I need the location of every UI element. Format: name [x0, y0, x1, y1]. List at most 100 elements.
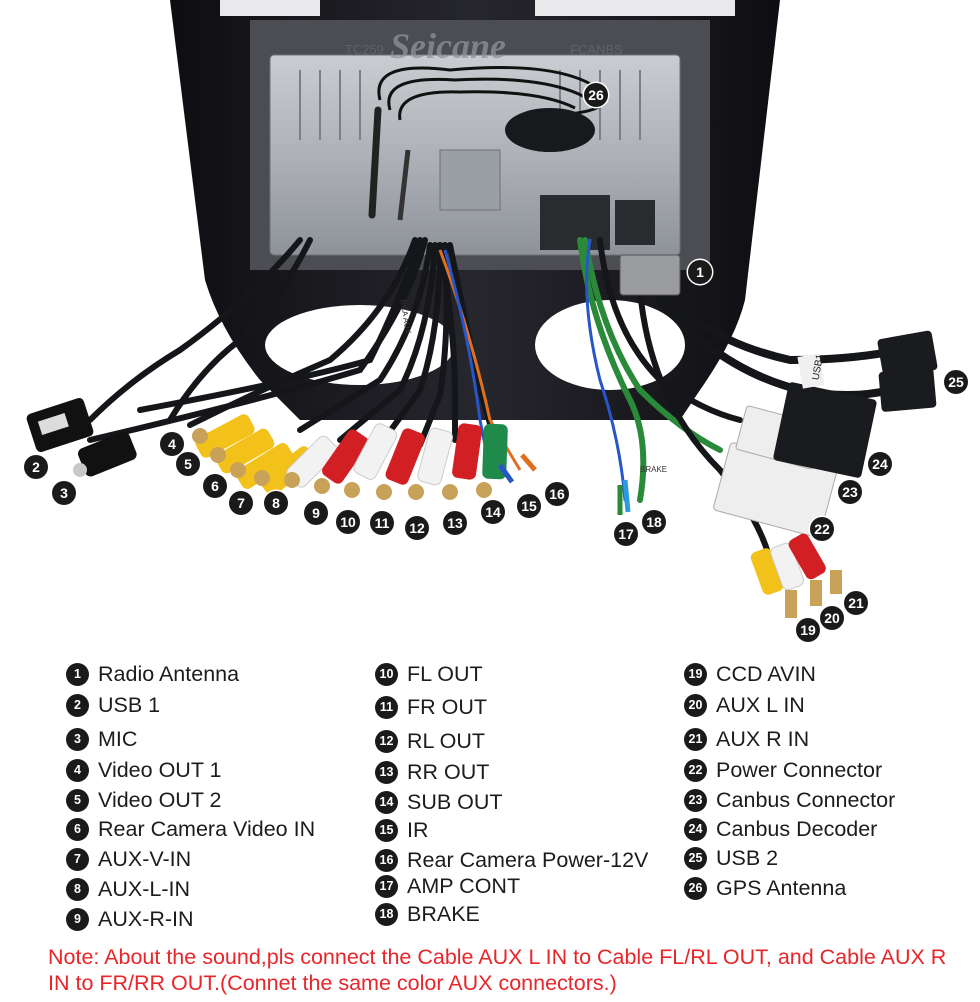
legend-label: RL OUT: [407, 728, 486, 753]
marker-21: 21: [844, 591, 868, 615]
legend-number: 11: [375, 695, 398, 719]
legend-label: Rear Camera Video IN: [98, 816, 316, 841]
rca-plugs-right: [750, 533, 842, 618]
legend-item: 15 IR: [375, 816, 429, 844]
legend-item: 14 SUB OUT: [375, 788, 503, 816]
marker-22: 22: [810, 517, 834, 541]
legend-item: 9 AUX-R-IN: [66, 905, 194, 933]
right-harness: [577, 237, 904, 563]
legend-label: Rear Camera Power-12V: [407, 847, 649, 872]
marker-9: 9: [304, 501, 328, 525]
legend-item: 6 Rear Camera Video IN: [66, 815, 315, 843]
marker-4: 4: [160, 432, 184, 456]
usb2-connector: [877, 330, 938, 379]
watermark-right-tag: FCANBS: [570, 42, 623, 57]
legend-item: 13 RR OUT: [375, 758, 489, 786]
wiring-photo: TC259 Seicane FCANBS: [26, 0, 938, 618]
marker-19: 19: [796, 618, 820, 642]
radio-antenna-rod: [368, 106, 382, 219]
legend-number: 3: [66, 727, 89, 751]
brake-cable-tag: BRAKE: [640, 465, 667, 474]
watermark-left-tag: TC259: [345, 42, 384, 57]
mic-connector: [78, 431, 137, 477]
legend-number: 12: [375, 729, 398, 753]
legend-number: 21: [684, 727, 707, 751]
legend-label: Video OUT 1: [98, 757, 222, 782]
radio-antenna-connector: [619, 254, 681, 296]
legend-number: 7: [66, 847, 89, 871]
usb1-cable-tag: USB1: [811, 353, 826, 381]
legend-label: BRAKE: [407, 901, 480, 926]
legend-label: GPS Antenna: [716, 875, 847, 900]
marker-5: 5: [176, 452, 200, 476]
legend-label: FR OUT: [407, 694, 488, 719]
legend-label: MIC: [98, 726, 138, 751]
legend-item: 26 GPS Antenna: [684, 874, 846, 902]
legend-number: 4: [66, 758, 89, 782]
legend-item: 11 FR OUT: [375, 693, 487, 721]
legend-number: 26: [684, 876, 707, 900]
legend-label: Power Connector: [716, 757, 883, 782]
sound-note: Note: About the sound,pls connect the Ca…: [48, 945, 947, 995]
legend-item: 21 AUX R IN: [684, 725, 809, 753]
marker-26: 26: [584, 83, 608, 107]
legend-label: Radio Antenna: [98, 661, 240, 686]
legend-label: Canbus Connector: [716, 787, 896, 812]
gps-antenna: [377, 66, 607, 152]
legend-label: AUX R IN: [716, 726, 810, 751]
marker-16: 16: [545, 482, 569, 506]
legend-item: 4 Video OUT 1: [66, 756, 222, 784]
legend-item: 20 AUX L IN: [684, 691, 805, 719]
marker-12: 12: [405, 516, 429, 540]
legend-label: Video OUT 2: [98, 787, 222, 812]
legend-number: 6: [66, 817, 89, 841]
legend-item: 12 RL OUT: [375, 727, 485, 755]
marker-6: 6: [203, 474, 227, 498]
legend-label: RR OUT: [407, 759, 490, 784]
legend-label: IR: [407, 817, 429, 842]
legend-label: AUX-L-IN: [98, 876, 190, 901]
legend-label: AUX L IN: [716, 692, 805, 717]
marker-11: 11: [370, 511, 394, 535]
legend-label: Canbus Decoder: [716, 816, 878, 841]
marker-24: 24: [868, 452, 892, 476]
legend-item: 17 AMP CONT: [375, 872, 520, 900]
watermark-brand: Seicane: [390, 26, 506, 66]
marker-3: 3: [52, 481, 76, 505]
canbus-decoder: [773, 382, 877, 478]
legend-item: 24 Canbus Decoder: [684, 815, 877, 843]
legend-label: AMP CONT: [407, 873, 521, 898]
legend-number: 20: [684, 693, 707, 717]
marker-23: 23: [838, 480, 862, 504]
marker-14: 14: [481, 500, 505, 524]
marker-10: 10: [336, 510, 360, 534]
legend-number: 14: [375, 790, 398, 814]
legend-number: 17: [375, 874, 398, 898]
marker-1: 1: [688, 260, 712, 284]
legend-item: 19 CCD AVIN: [684, 660, 816, 688]
legend-number: 19: [684, 662, 707, 686]
legend-number: 13: [375, 760, 398, 784]
legend-item: 5 Video OUT 2: [66, 786, 222, 814]
legend-label: CCD AVIN: [716, 661, 816, 686]
legend-item: 18 BRAKE: [375, 900, 480, 928]
marker-20: 20: [820, 606, 844, 630]
legend-label: SUB OUT: [407, 789, 503, 814]
legend-number: 25: [684, 846, 707, 870]
legend-number: 5: [66, 788, 89, 812]
legend-label: AUX-R-IN: [98, 906, 194, 931]
legend-number: 16: [375, 848, 398, 872]
legend-number: 15: [375, 818, 398, 842]
legend-number: 24: [684, 817, 707, 841]
legend-number: 18: [375, 902, 398, 926]
legend-number: 10: [375, 662, 398, 686]
marker-2: 2: [24, 455, 48, 479]
legend-number: 22: [684, 758, 707, 782]
legend-number: 9: [66, 907, 89, 931]
